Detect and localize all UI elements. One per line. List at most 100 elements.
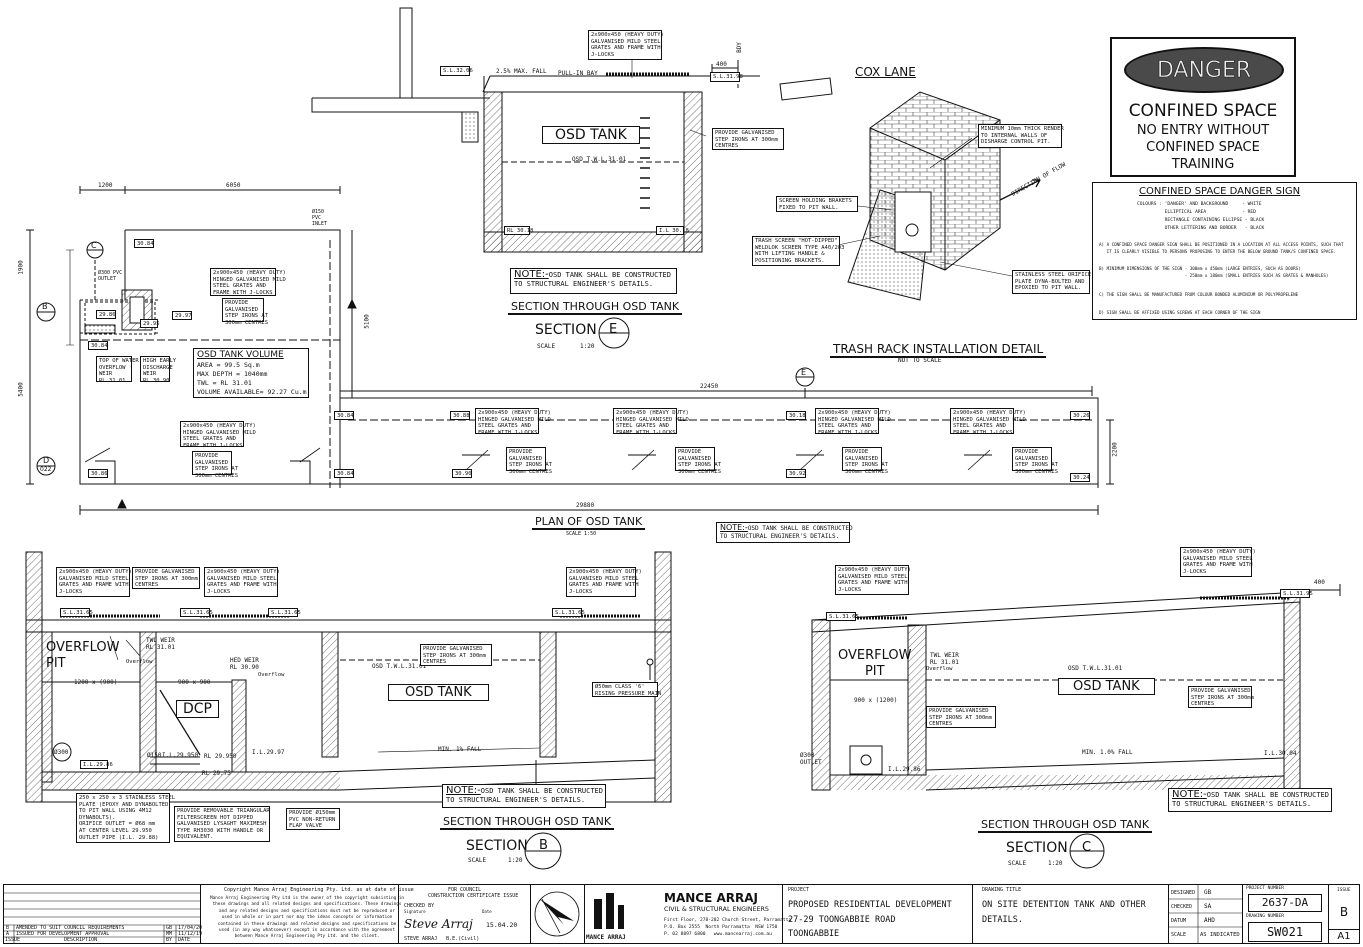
plan-dim-5100: 5100 <box>363 314 371 329</box>
project-number-label: PROJECT NUMBER <box>1246 886 1284 891</box>
company-subtitle: CIVIL & STRUCTURAL ENGINEERS <box>664 906 769 913</box>
section-b-tank-label: OSD TANK <box>388 684 489 701</box>
drawing-number-label: DRAWING NUMBER <box>1246 914 1284 919</box>
section-b-note: NOTE:-OSD TANK SHALL BE CONSTRUCTED TO S… <box>442 784 606 808</box>
sheet-size: A1 <box>1328 929 1360 944</box>
section-c-grates-left: 2x900x450 (HEAVY DUTY) GALVANISED MILD S… <box>835 565 911 595</box>
section-e-il: I.L 30.18 <box>656 226 689 235</box>
section-b-step-irons-1: PROVIDE GALVANISED STEP IRONS AT 300mm C… <box>132 567 200 589</box>
designed-value: GB <box>1204 889 1212 896</box>
trash-rack-render: MINIMUM 10mm THICK RENDER TO INTERNAL WA… <box>978 124 1064 148</box>
section-b-note-label: NOTE:- <box>446 785 481 796</box>
section-b-il-2986: I.L.29.86 <box>80 760 113 769</box>
section-b-plate: 250 x 250 x 3 STAINLESS STEEL PLATE (EPO… <box>76 793 175 843</box>
plan-rl-3084-d: 30.84 <box>334 411 354 420</box>
section-e-bdy: BDY <box>735 42 743 53</box>
section-b-rising-main: Ø50mm CLASS '6' RISING PRESSURE MAIN <box>592 682 661 697</box>
rev-col-date: DATE <box>178 937 191 943</box>
rev-b-date: 17/04/20 <box>178 925 203 931</box>
plan-step-irons-4: PROVIDE GALVANISED STEP IRONS AT 300mm C… <box>842 447 888 475</box>
section-b-pipe-150: Ø150 <box>147 752 162 759</box>
council-cell: FOR COUNCIL CONSTRUCTION CERTIFICATE ISS… <box>398 885 531 943</box>
plan-rl-3090: 30.90 <box>452 469 472 478</box>
plan-section-b-marker: B <box>42 302 48 311</box>
section-b-twl-weir: TWL WEIR RL 31.01 <box>146 637 175 651</box>
section-e-sl-right: S.L.31.98 <box>710 72 743 82</box>
signature: Steve Arraj <box>404 917 473 931</box>
danger-line-3: CONFINED SPACE <box>1146 140 1260 155</box>
signature-label: Signature <box>404 909 426 914</box>
section-b-overflow-pit: OVERFLOW PIT <box>46 640 120 671</box>
section-b-sl-3: S.L.31.65 <box>268 608 301 617</box>
plan-pvc-outlet: Ø300 PVC OUTLET <box>98 270 123 282</box>
plan-dim-1900: 1900 <box>17 260 25 275</box>
plan-scale: SCALE 1:50 <box>566 531 597 537</box>
scale-label: SCALE <box>1171 932 1187 938</box>
section-c-note-label: NOTE:- <box>1172 789 1207 800</box>
danger-sign-heading: CONFINED SPACE DANGER SIGN <box>1139 186 1301 197</box>
section-c-dim-900: 900 x (1200) <box>854 697 898 704</box>
section-b-rl-2975: RL 29.75 <box>202 770 231 777</box>
plan-dim-5400: 5400 <box>17 382 25 397</box>
rev-b-description: AMENDED TO SUIT COUNCIL REQUIREMENTS <box>16 925 125 931</box>
plan-dim-29880: 29880 <box>576 502 595 509</box>
section-b-filterscreen: PROVIDE REMOVABLE TRIANGULAR FILTERSCREE… <box>174 806 270 842</box>
section-b-letter: B <box>539 838 548 853</box>
danger-note-c: C) THE SIGN SHALL BE MANUFACTURED FROM C… <box>1099 292 1299 297</box>
plan-rl-3086-a: 30.86 <box>88 469 108 478</box>
rev-col-description: DESCRIPTION <box>64 937 98 943</box>
company-name: MANCE ARRAJ <box>664 891 758 905</box>
plan-grates-3: 2x900x450 (HEAVY DUTY) HINGED GALVANISED… <box>613 408 689 436</box>
plan-rl-3018: 30.18 <box>786 411 806 420</box>
section-e-scale-word: SCALE <box>537 343 556 350</box>
company-logo-text: MANCE ARRAJ <box>586 934 626 941</box>
plan-rl-3026: 30.26 <box>1070 411 1090 420</box>
section-c-overflow-pit: OVERFLOW PIT <box>838 648 912 679</box>
section-e-grates-callout: 2x900x450 (HEAVY DUTY) GALVANISED MILD S… <box>588 30 664 60</box>
section-e-scale-value: 1:20 <box>580 343 595 350</box>
danger-line-2: NO ENTRY WITHOUT <box>1136 123 1270 138</box>
section-e-note: NOTE:-OSD TANK SHALL BE CONSTRUCTED TO S… <box>510 268 677 294</box>
trash-rack-subheading: NOT TO SCALE <box>898 357 942 364</box>
drawing-title-label: DRAWING TITLE <box>982 887 1022 893</box>
datum-label: DATUM <box>1171 918 1187 924</box>
issue-value: B <box>1339 905 1349 919</box>
section-b-scale-word: SCALE <box>468 857 487 864</box>
design-info-cell: DESIGNED GB CHECKED SA DATUM AHD SCALE A… <box>1168 885 1243 943</box>
copyright-cell: Copyright Mance Arraj Engineering Pty. L… <box>200 885 414 943</box>
section-b-grates-3: 2x900x450 (HEAVY DUTY) GALVANISED MILD S… <box>566 567 642 597</box>
danger-note-d: D) SIGN SHALL BE AFFIXED USING SCREWS AT… <box>1099 310 1261 315</box>
project-cell: PROJECT PROPOSED RESIDENTIAL DEVELOPMENT… <box>782 885 973 943</box>
section-b-il-2995: I.L.29.950 <box>162 752 199 759</box>
plan-grates-4: 2x900x450 (HEAVY DUTY) HINGED GALVANISED… <box>815 408 891 436</box>
section-e-fall: 2.5% MAX. FALL <box>496 68 547 75</box>
plan-dim-6050: 6050 <box>226 182 241 189</box>
section-c-dim-400: 400 <box>1314 579 1325 586</box>
north-arrow-cell <box>530 885 585 943</box>
section-b-grates-2: 2x900x450 (HEAVY DUTY) GALVANISED MILD S… <box>204 567 280 597</box>
plan-note-label: NOTE:- <box>720 523 748 532</box>
plan-dim-22450: 22450 <box>700 383 719 390</box>
signature-date: 15.04.20 <box>486 921 518 929</box>
section-e-bay: PULL-IN BAY <box>558 70 598 77</box>
section-c-letter: C <box>1082 840 1092 855</box>
section-c-fall: MIN. 1.0% FALL <box>1082 749 1133 756</box>
section-c-il-right: I.L.30.04 <box>1264 750 1297 757</box>
section-b-sl-1: S.L.31.65 <box>60 608 93 617</box>
rev-b-by: GB <box>166 925 173 931</box>
section-b-grates-1: 2x900x450 (HEAVY DUTY) GALVANISED MILD S… <box>56 567 132 597</box>
danger-line-4: TRAINING <box>1171 157 1235 172</box>
date-label: Date <box>482 909 492 914</box>
section-b-overflow-2: Overflow <box>258 672 285 678</box>
section-b-word: SECTION <box>466 838 528 854</box>
trash-rack-heading: TRASH RACK INSTALLATION DETAIL <box>830 342 1047 358</box>
danger-sign-notes: CONFINED SPACE DANGER SIGN COLOURS : 'DA… <box>1092 182 1357 320</box>
project-label: PROJECT <box>788 887 810 893</box>
section-b-step-irons-2: PROVIDE GALVANISED STEP IRONS AT 300mm C… <box>420 644 492 666</box>
section-c-scale-word: SCALE <box>1008 860 1027 867</box>
section-e-letter: E <box>609 322 618 337</box>
danger-line-1: CONFINED SPACE <box>1128 101 1278 121</box>
trash-rack-orifice: STAINLESS STEEL ORIFICE PLATE DYNA-BOLTE… <box>1012 270 1091 294</box>
drawing-title-line-1: ON SITE DETENTION TANK AND OTHER <box>982 900 1146 910</box>
